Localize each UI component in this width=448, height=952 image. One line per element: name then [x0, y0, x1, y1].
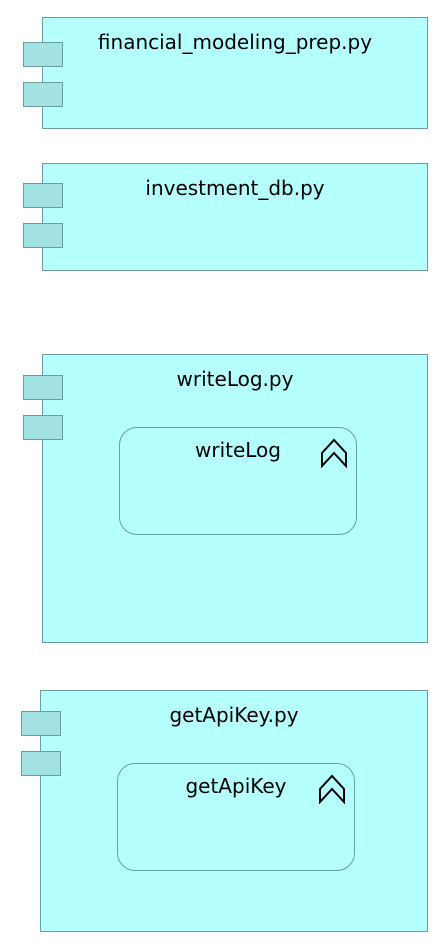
component-financial-modeling-prep[interactable]: financial_modeling_prep.py — [42, 17, 428, 129]
component-title: financial_modeling_prep.py — [97, 30, 373, 54]
component-port-icon — [21, 711, 61, 736]
component-port-icon — [23, 183, 63, 208]
function-getapikey[interactable]: getApiKey — [117, 763, 355, 871]
component-getapikey[interactable]: getApiKey.py getApiKey — [40, 690, 428, 932]
component-port-icon — [23, 375, 63, 400]
component-title: getApiKey.py — [169, 703, 299, 727]
function-chevron-icon — [321, 438, 347, 468]
component-port-icon — [21, 751, 61, 776]
component-port-icon — [23, 42, 63, 67]
component-port-icon — [23, 415, 63, 440]
component-title: writeLog.py — [176, 367, 294, 391]
function-writelog[interactable]: writeLog — [119, 427, 357, 535]
component-port-icon — [23, 223, 63, 248]
function-label: getApiKey — [185, 774, 287, 798]
function-chevron-icon — [319, 774, 345, 804]
component-port-icon — [23, 82, 63, 107]
function-label: writeLog — [194, 438, 281, 462]
component-title: investment_db.py — [145, 176, 325, 200]
component-writelog[interactable]: writeLog.py writeLog — [42, 354, 428, 643]
component-investment-db[interactable]: investment_db.py — [42, 163, 428, 271]
